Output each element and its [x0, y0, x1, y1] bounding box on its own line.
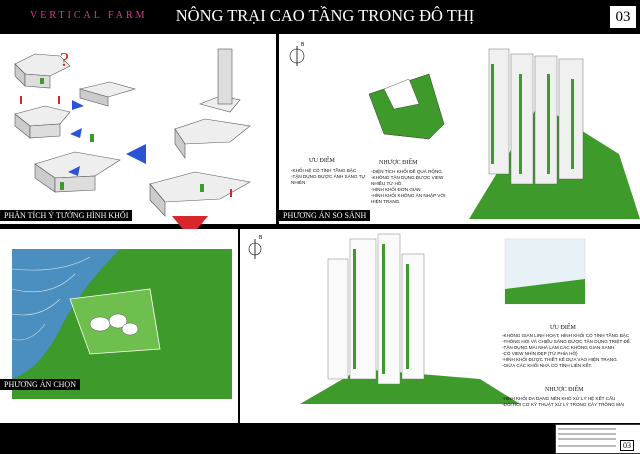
chosen-label: PHƯƠNG ÁN CHỌN — [0, 379, 80, 390]
down-arrow-icon — [172, 216, 208, 238]
chosen-con-item: -ĐÒI HỎI CƠ KỸ THUẬT XỬ LÝ TRONG CÂY TRỒ… — [502, 402, 625, 407]
massing-diagrams: ? — [14, 48, 251, 217]
compare-label: PHƯƠNG ÁN SO SÁNH — [279, 210, 371, 221]
compare-con-item: -DIỆN TÍCH KHỐI ĐẾ QUÁ RỘNG. — [371, 169, 444, 174]
compare-con-item: -KHÔNG TẬN DỤNG ĐƯỢC VIEW — [371, 175, 444, 180]
chosen-cons-list: -HÌNH KHỐI ĐA DẠNG NÊN KHÓ XỬ LÝ HỆ KẾT … — [502, 396, 624, 408]
chosen-pro-item: -CÓ VIEW NHÌN ĐẸP (TỪ PHÍA HỒ) — [502, 351, 578, 356]
comparison-panel: B ƯU ĐIỂM -KHỐI HỆ CÓ TÍNH TẦNG BẬC -TẬN… — [279, 34, 640, 224]
sheet-number: 03 — [609, 5, 637, 29]
site-plan — [11, 249, 232, 399]
svg-text:?: ? — [60, 49, 69, 71]
chosen-pro-item: -KHÔNG GIAN LINH HOẠT, HÌNH KHỐI CÓ TÍNH… — [502, 333, 630, 338]
compare-pro-item: -KHỐI HỆ CÓ TÍNH TẦNG BẬC — [291, 168, 357, 173]
compare-con-item: -HÌNH KHỐI KHÔNG ĂN NHẬP VỚI — [371, 193, 446, 198]
chosen-pro-item: -GIỮA CÁC KHỐI NHÀ CÓ TÍNH LIÊN KẾT. — [502, 363, 593, 368]
chosen-pros-head: ƯU ĐIỂM — [550, 325, 576, 331]
compare-pros-head: ƯU ĐIỂM — [309, 158, 335, 164]
chosen-perspective-panel: B ƯU ĐIỂM -KHÔNG GIAN LINH HOẠT, HÌNH KH… — [240, 229, 640, 423]
chosen-con-item: -HÌNH KHỐI ĐA DẠNG NÊN KHÓ XỬ LÝ HỆ KẾT … — [502, 396, 616, 401]
chosen-pros-list: -KHÔNG GIAN LINH HOẠT, HÌNH KHỐI CÓ TÍNH… — [502, 333, 631, 369]
header-bar — [0, 0, 640, 34]
chosen-pro-item: -HÌNH KHỐI ĐƯỢC THIẾT KẾ DỰA VÀO HIỆN TR… — [502, 357, 618, 362]
footer-bar — [0, 423, 640, 453]
compare-con-item: NHIỀU TỪ HỒ. — [371, 181, 403, 186]
svg-text:B: B — [301, 42, 305, 48]
chosen-pro-item: -TẬN DỤNG MÁI NHÀ LÀM CÁC KHÔNG GIAN XAN… — [502, 345, 616, 350]
brand-text: VERTICAL FARM — [30, 10, 148, 21]
compare-pros-list: -KHỐI HỆ CÓ TÍNH TẦNG BẬC -TẬN DỤNG ĐƯỢC… — [291, 168, 366, 186]
chosen-perspective: B — [248, 233, 586, 404]
compare-cons-list: -DIỆN TÍCH KHỐI ĐẾ QUÁ RỘNG. -KHÔNG TẬN … — [371, 169, 446, 205]
compare-pro-item: -TẬN DỤNG ĐƯỢC ÁNH SÁNG TỰ — [291, 174, 366, 179]
north-arrow: B — [248, 235, 263, 259]
svg-text:B: B — [259, 235, 263, 241]
north-arrow: B — [289, 42, 305, 66]
compare-con-item: HIỆN TRẠNG. — [371, 199, 401, 204]
chosen-pro-item: -THÔNG HÓI VÀ CHIẾU SÁNG ĐƯỢC TẬN DỤNG T… — [502, 339, 632, 344]
analysis-panel: ? PHÂN TÍCH Ý TƯỞNG HÌNH KHỐI — [0, 34, 276, 224]
chosen-cons-head: NHƯỢC ĐIỂM — [545, 387, 584, 393]
chosen-site-panel: PHƯƠNG ÁN CHỌN — [0, 229, 238, 423]
compare-con-item: -HÌNH KHỐI ĐƠN GIẢN — [371, 187, 421, 192]
page-title: NÔNG TRẠI CAO TẦNG TRONG ĐÔ THỊ — [175, 6, 475, 25]
comparison-drawings: B — [289, 42, 640, 219]
compare-cons-head: NHƯỢC ĐIỂM — [379, 160, 418, 166]
compare-pro-item: NHIÊN — [291, 180, 306, 185]
title-block-number: 03 — [620, 440, 634, 451]
analysis-label: PHÂN TÍCH Ý TƯỞNG HÌNH KHỐI — [0, 210, 133, 221]
